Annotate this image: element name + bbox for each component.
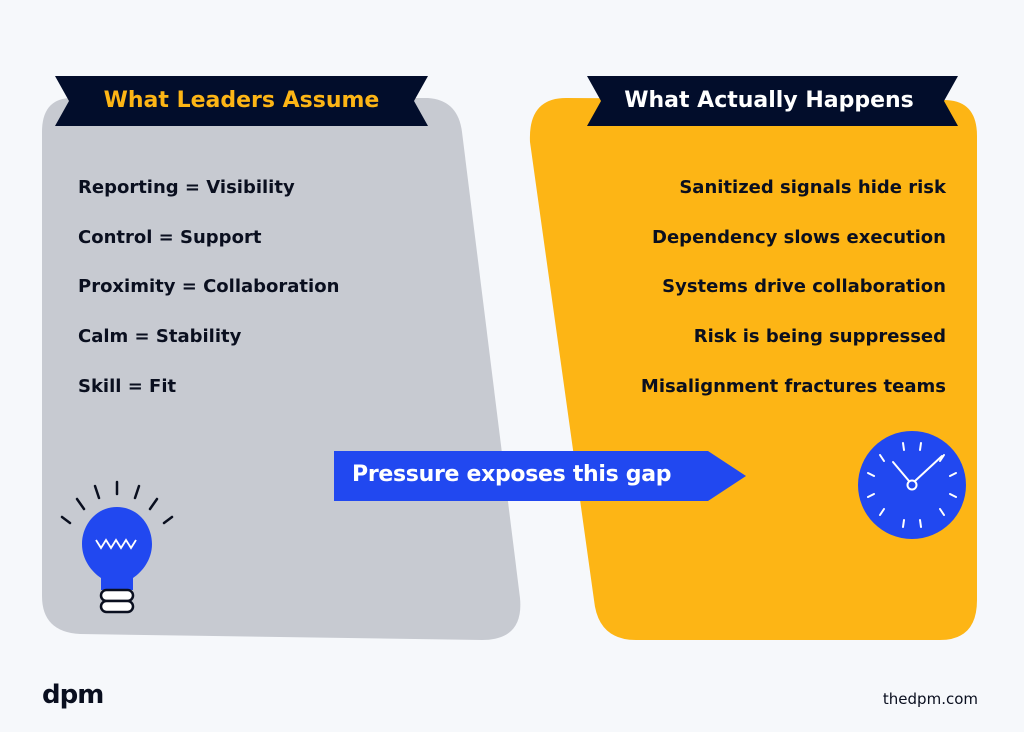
dpm-logo: dpm — [42, 680, 104, 710]
lightbulb-icon — [60, 480, 174, 614]
list-item: Control = Support — [78, 227, 262, 248]
list-item: Risk is being suppressed — [693, 326, 946, 347]
left-banner — [55, 76, 428, 126]
list-item: Sanitized signals hide risk — [679, 177, 946, 198]
list-item: Dependency slows execution — [652, 227, 946, 248]
list-item: Calm = Stability — [78, 326, 242, 347]
list-item: Proximity = Collaboration — [78, 276, 340, 297]
list-item: Skill = Fit — [78, 376, 177, 397]
site-url: thedpm.com — [882, 690, 978, 708]
list-item: Systems drive collaboration — [662, 276, 946, 297]
arrow-label: Pressure exposes this gap — [352, 462, 672, 487]
list-item: Reporting = Visibility — [78, 177, 295, 198]
list-item: Misalignment fractures teams — [640, 376, 946, 397]
pressure-arrow — [334, 451, 746, 501]
right-banner — [587, 76, 958, 126]
left-panel-title: What Leaders Assume — [103, 88, 380, 113]
clock-icon — [858, 431, 966, 539]
left-panel — [42, 98, 521, 640]
right-panel-title: What Actually Happens — [624, 88, 914, 113]
